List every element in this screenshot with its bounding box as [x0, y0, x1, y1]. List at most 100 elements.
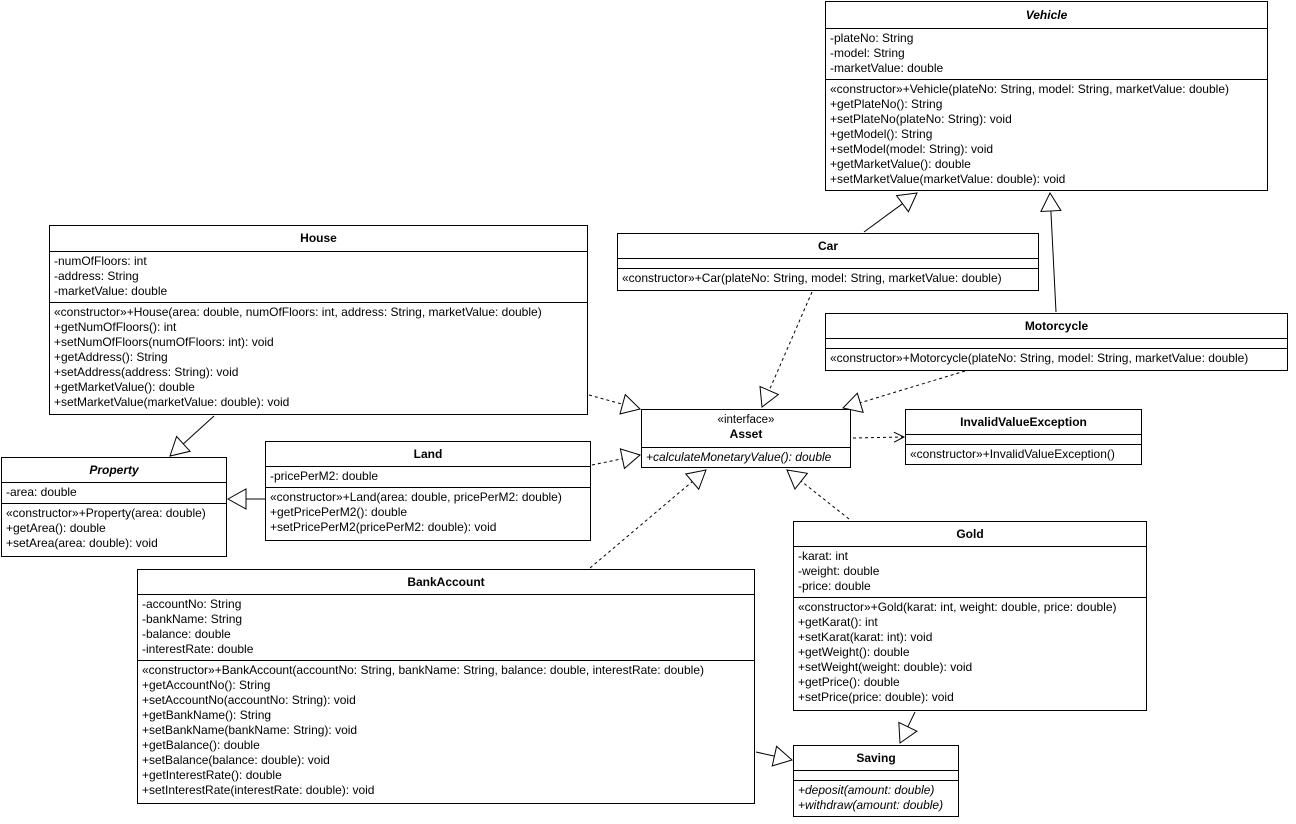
- member-row: +getWeight(): double: [798, 645, 910, 659]
- attributes-compartment: -accountNo: String-bankName: String-bala…: [138, 595, 754, 660]
- hollow-triangle-arrowhead: [771, 745, 794, 767]
- class-name: InvalidValueException: [960, 415, 1087, 429]
- dependency-asset-to-invalid_value_exception: [852, 436, 905, 439]
- member-row: -price: double: [798, 579, 871, 593]
- hollow-triangle-arrowhead: [895, 192, 918, 213]
- hollow-triangle-arrowhead: [1040, 191, 1062, 213]
- member-row: +setPlateNo(plateNo: String): void: [830, 112, 1012, 126]
- member-row: -marketValue: double: [830, 61, 944, 75]
- hollow-triangle-arrowhead: [619, 393, 641, 415]
- class-invalid-value-exception[interactable]: InvalidValueException «constructor»+Inva…: [905, 409, 1142, 465]
- member-row: +getInterestRate(): double: [142, 768, 282, 782]
- member-row: +getAccountNo(): String: [142, 678, 271, 692]
- hollow-triangle-arrowhead: [226, 488, 247, 510]
- class-name: BankAccount: [407, 575, 485, 589]
- class-gold[interactable]: Gold -karat: int-weight: double-price: d…: [793, 521, 1147, 711]
- class-name: Gold: [956, 527, 984, 541]
- class-car[interactable]: Car «constructor»+Car(plateNo: String, m…: [617, 233, 1039, 291]
- realization-car-to-asset: [768, 291, 813, 391]
- member-row: «constructor»+Motorcycle(plateNo: String…: [830, 351, 1249, 365]
- member-row: -model: String: [830, 46, 905, 60]
- member-row: +setModel(model: String): void: [830, 142, 994, 156]
- member-row: +getBalance(): double: [142, 738, 260, 752]
- operations-compartment: «constructor»+Gold(karat: int, weight: d…: [794, 597, 1146, 708]
- attributes-compartment: [906, 435, 1141, 444]
- operations-compartment: «constructor»+Land(area: double, pricePe…: [266, 487, 590, 538]
- class-land[interactable]: Land -pricePerM2: double «constructor»+L…: [265, 441, 591, 541]
- generalization-house-to-property: [182, 415, 215, 445]
- interface-saving[interactable]: Saving +deposit(amount: double)+withdraw…: [793, 745, 959, 817]
- class-name: Car: [817, 239, 838, 253]
- member-row: -area: double: [6, 485, 77, 499]
- class-property[interactable]: Property -area: double «constructor»+Pro…: [1, 457, 227, 557]
- member-row: «constructor»+Car(plateNo: String, model…: [622, 271, 1002, 285]
- member-row: +getPricePerM2(): double: [270, 505, 408, 519]
- member-row: +setMarketValue(marketValue: double): vo…: [54, 395, 290, 409]
- stereotype-label: «interface»: [717, 414, 775, 426]
- generalization-car-to-vehicle: [863, 203, 903, 233]
- hollow-triangle-arrowhead: [684, 469, 707, 491]
- open-arrowhead: [893, 431, 906, 443]
- member-row: +getModel(): String: [830, 127, 933, 141]
- class-name: Asset: [729, 427, 763, 441]
- class-bank-account[interactable]: BankAccount -accountNo: String-bankName:…: [137, 569, 755, 804]
- operations-compartment: «constructor»+Car(plateNo: String, model…: [618, 268, 1038, 289]
- operations-compartment: «constructor»+Property(area: double)+get…: [2, 503, 226, 554]
- realization-motorcycle-to-asset: [860, 370, 966, 404]
- hollow-triangle-arrowhead: [786, 469, 809, 490]
- hollow-triangle-arrowhead: [842, 392, 864, 414]
- realization-bank_account-to-asset: [589, 481, 693, 569]
- member-row: -balance: double: [142, 627, 231, 641]
- operations-compartment: «constructor»+Motorcycle(plateNo: String…: [826, 348, 1287, 369]
- member-row: «constructor»+BankAccount(accountNo: Str…: [142, 663, 704, 677]
- member-row: +getPrice(): double: [798, 675, 900, 689]
- member-row: +setMarketValue(marketValue: double): vo…: [830, 172, 1066, 186]
- member-row: -marketValue: double: [54, 284, 168, 298]
- member-row: +getBankName(): String: [142, 708, 272, 722]
- member-row: -numOfFloors: int: [54, 254, 147, 268]
- member-row: -bankName: String: [142, 612, 243, 626]
- member-row: +getMarketValue(): double: [830, 157, 971, 171]
- member-row: «constructor»+InvalidValueException(): [910, 447, 1115, 461]
- attributes-compartment: -karat: int-weight: double-price: double: [794, 547, 1146, 597]
- interface-asset[interactable]: «interface» Asset +calculateMonetaryValu…: [641, 409, 851, 468]
- member-row: +calculateMonetaryValue(): double: [646, 450, 832, 464]
- attributes-compartment: -pricePerM2: double: [266, 467, 590, 487]
- member-row: +setPrice(price: double): void: [798, 690, 954, 704]
- member-row: «constructor»+Gold(karat: int, weight: d…: [798, 600, 1117, 614]
- operations-compartment: «constructor»+BankAccount(accountNo: Str…: [138, 660, 754, 801]
- hollow-triangle-arrowhead: [759, 385, 780, 408]
- member-row: -address: String: [54, 269, 139, 283]
- class-name: Vehicle: [1025, 8, 1068, 22]
- member-row: +setKarat(karat: int): void: [798, 630, 933, 644]
- hollow-triangle-arrowhead: [898, 721, 918, 744]
- attributes-compartment: -numOfFloors: int-address: String-market…: [50, 252, 587, 302]
- attributes-compartment: [618, 259, 1038, 268]
- member-row: «constructor»+Vehicle(plateNo: String, m…: [830, 82, 1229, 96]
- member-row: -accountNo: String: [142, 597, 242, 611]
- realization-land-to-asset: [591, 458, 623, 466]
- class-motorcycle[interactable]: Motorcycle «constructor»+Motorcycle(plat…: [825, 313, 1288, 371]
- member-row: +setBalance(balance: double): void: [142, 753, 330, 767]
- member-row: +getMarketValue(): double: [54, 380, 195, 394]
- attributes-compartment: [826, 339, 1287, 348]
- member-row: -karat: int: [798, 549, 849, 563]
- member-row: +setArea(area: double): void: [6, 536, 158, 550]
- member-row: +deposit(amount: double): [798, 783, 935, 797]
- member-row: -pricePerM2: double: [270, 469, 379, 483]
- attributes-compartment: -plateNo: String-model: String-marketVal…: [826, 29, 1267, 79]
- class-vehicle[interactable]: Vehicle -plateNo: String-model: String-m…: [825, 1, 1268, 191]
- attributes-compartment: -area: double: [2, 483, 226, 503]
- operations-compartment: «constructor»+Vehicle(plateNo: String, m…: [826, 79, 1267, 190]
- member-row: +getPlateNo(): String: [830, 97, 943, 111]
- member-row: +withdraw(amount: double): [798, 798, 944, 812]
- class-name: Property: [89, 463, 139, 477]
- class-name: Land: [413, 447, 443, 461]
- generalization-motorcycle-to-vehicle: [1050, 210, 1057, 313]
- member-row: -weight: double: [798, 564, 880, 578]
- member-row: +setNumOfFloors(numOfFloors: int): void: [54, 335, 274, 349]
- class-house[interactable]: House -numOfFloors: int-address: String-…: [49, 225, 588, 415]
- member-row: +getArea(): double: [6, 521, 106, 535]
- generalization-bank_account-to-saving: [755, 751, 775, 757]
